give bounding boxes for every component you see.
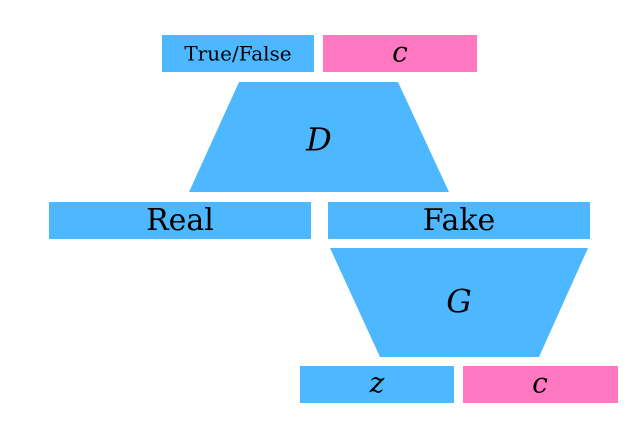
condition-top-box [323, 35, 477, 72]
discriminator-label: D [305, 121, 332, 159]
real-label: Real [146, 203, 214, 238]
discriminator-shape [189, 82, 449, 192]
condition-top-label: c [392, 36, 408, 69]
condition-bottom-box [463, 366, 618, 403]
fake-box [328, 202, 590, 239]
true-false-label: True/False [184, 42, 291, 66]
generator-label: G [446, 283, 472, 321]
fake-label: Fake [423, 203, 496, 238]
noise-box [300, 366, 454, 403]
noise-label: z [369, 367, 385, 400]
true-false-box [162, 35, 314, 72]
generator-shape [330, 248, 588, 357]
real-box [49, 202, 311, 239]
condition-bottom-label: c [532, 367, 548, 400]
